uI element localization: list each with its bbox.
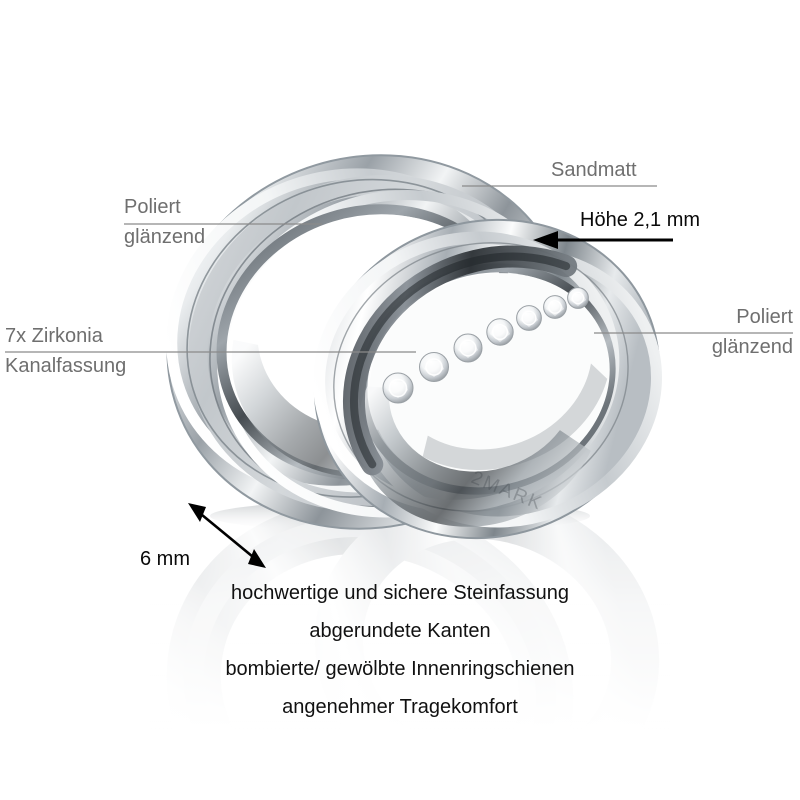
front-ring-inner-bore — [357, 273, 610, 527]
stone — [419, 352, 449, 382]
zirconia-stones — [382, 287, 589, 404]
feature-item: hochwertige und sichere Steinfassung — [231, 582, 569, 604]
stone — [543, 295, 567, 319]
feature-item: bombierte/ gewölbte Innenringschienen — [225, 658, 575, 680]
stone — [382, 372, 414, 404]
feature-item: angenehmer Tragekomfort — [282, 696, 518, 718]
label-height: Höhe 2,1 mm — [580, 209, 701, 231]
label-poliert-right-line2: glänzend — [711, 336, 793, 358]
label-poliert-left-line1: Poliert — [124, 196, 181, 218]
label-width: 6 mm — [140, 548, 190, 570]
label-poliert-left-line2: glänzend — [124, 226, 206, 248]
feature-item: abgerundete Kanten — [309, 620, 491, 642]
label-zirkonia-setting: Kanalfassung — [5, 355, 127, 377]
zirconia-channel — [343, 245, 578, 476]
label-poliert-right-line1: Poliert — [736, 306, 793, 328]
stone — [516, 305, 542, 331]
stone — [567, 287, 589, 309]
stone — [486, 318, 514, 346]
stone — [453, 333, 483, 363]
height-arrow — [533, 231, 673, 249]
label-sandmatt: Sandmatt — [551, 159, 637, 181]
width-arrow — [188, 503, 266, 568]
label-zirkonia-count: 7x Zirkonia — [5, 325, 103, 347]
feature-list: hochwertige und sichere Steinfassung abg… — [0, 583, 800, 735]
